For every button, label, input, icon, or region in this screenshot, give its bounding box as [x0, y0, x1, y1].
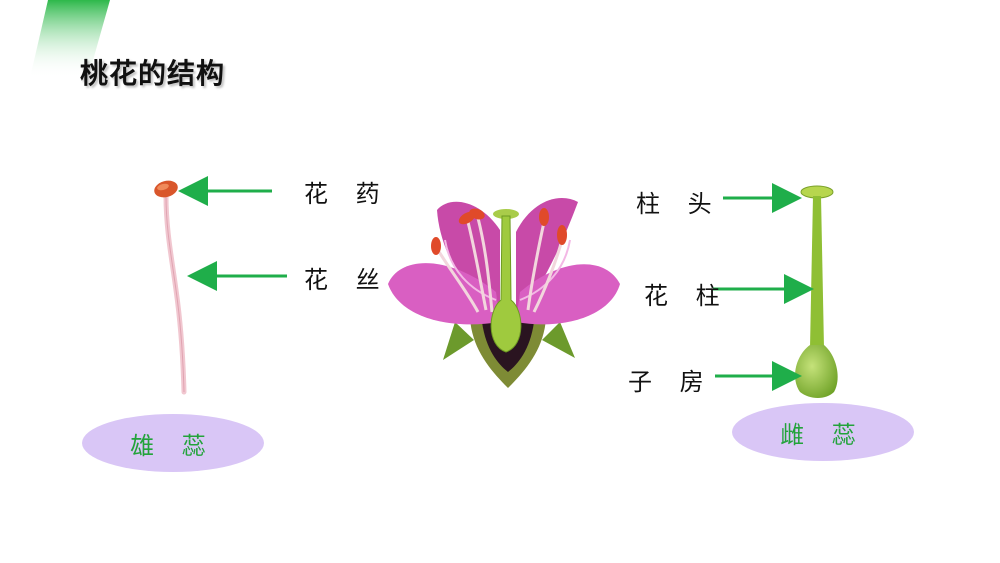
stamen-illustration: [154, 180, 187, 395]
label-ovary: 子 房: [628, 368, 714, 396]
stamen-name-oval: 雄 蕊: [82, 414, 264, 472]
pistil-name: 雌 蕊: [780, 420, 866, 449]
label-filament: 花 丝: [304, 266, 390, 294]
stamen-name: 雄 蕊: [130, 431, 216, 460]
pistil-name-oval: 雌 蕊: [732, 403, 914, 461]
ovary-shape: [795, 345, 838, 398]
style-shape: [810, 196, 824, 348]
filament-shape: [163, 193, 187, 395]
label-style: 花 柱: [644, 282, 730, 310]
corner-decoration: [30, 0, 110, 78]
page-title: 桃花的结构: [80, 57, 226, 90]
label-anther: 花 药: [304, 180, 390, 208]
pistil-illustration: [795, 185, 838, 398]
label-stigma: 柱 头: [636, 190, 722, 218]
flower-illustration: [388, 197, 620, 388]
